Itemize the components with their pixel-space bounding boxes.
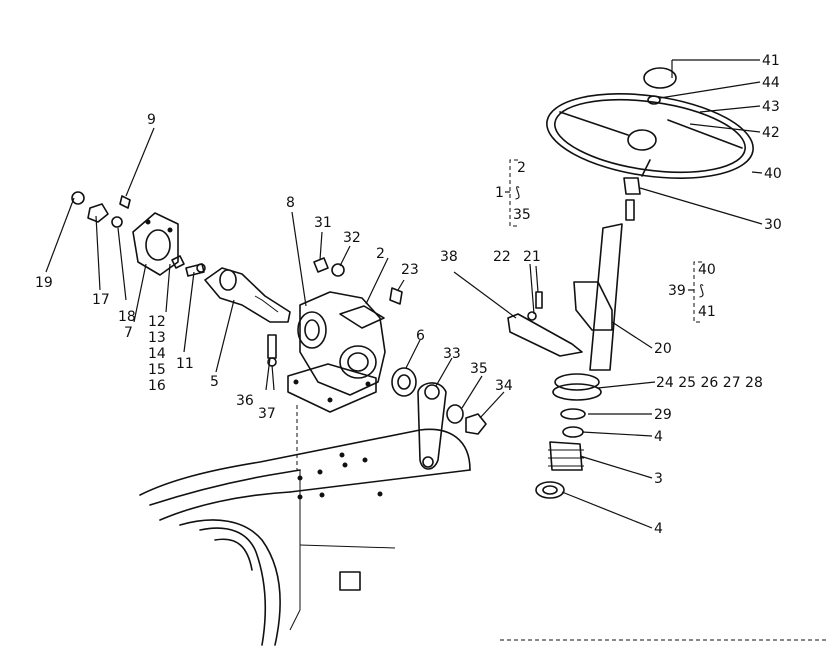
- part-21-bolt: [535, 291, 543, 309]
- label-1: 1: [495, 185, 504, 201]
- range-bracket-39: [688, 261, 702, 323]
- part-7-cover-flange: [132, 212, 179, 276]
- label-44: 44: [762, 75, 780, 91]
- label-35: 35: [470, 361, 488, 377]
- part-17-nut: [87, 203, 109, 223]
- part-2-gear-housing: [287, 291, 386, 413]
- label-9: 9: [147, 112, 156, 128]
- part-18-washer: [111, 216, 123, 228]
- label-35-range: 35: [513, 207, 531, 223]
- part-41-horn-cap: [643, 67, 677, 89]
- part-3-worm: [548, 441, 584, 471]
- label-17: 17: [92, 292, 110, 308]
- leader-lines: [45, 59, 763, 529]
- part-9-bolt: [119, 195, 131, 209]
- label-13: 13: [148, 330, 166, 346]
- label-23: 23: [401, 262, 419, 278]
- label-22: 22: [493, 249, 511, 265]
- label-12: 12: [148, 314, 166, 330]
- part-labels: 41 44 43 42 40 30 40 39 ⟆ 41 20 24 25 26…: [35, 53, 782, 537]
- label-42: 42: [762, 125, 780, 141]
- part-30-bush: [623, 177, 641, 195]
- label-11: 11: [176, 356, 194, 372]
- part-44-nut: [647, 95, 661, 105]
- label-20: 20: [654, 341, 672, 357]
- label-38: 38: [440, 249, 458, 265]
- part-12-shim-adjuster: [171, 255, 185, 269]
- label-40: 40: [764, 166, 782, 182]
- label-37: 37: [258, 406, 276, 422]
- label-4-lower: 4: [654, 521, 663, 537]
- part-19-nut: [71, 191, 85, 205]
- part-34-nut: [465, 413, 487, 435]
- label-18: 18: [118, 309, 136, 325]
- label-24-28: 24 25 26 27 28: [656, 375, 763, 391]
- part-33-drop-arm: [417, 382, 447, 470]
- label-21: 21: [523, 249, 541, 265]
- label-8: 8: [286, 195, 295, 211]
- label-2-range: 2: [517, 160, 526, 176]
- label-36: 36: [236, 393, 254, 409]
- label-41: 41: [762, 53, 780, 69]
- part-24-28-flange: [552, 373, 602, 401]
- part-23-plug: [389, 287, 403, 305]
- label-2: 2: [376, 246, 385, 262]
- label-14: 14: [148, 346, 166, 362]
- label-19: 19: [35, 275, 53, 291]
- label-34: 34: [495, 378, 513, 394]
- part-31-bolt: [313, 257, 329, 273]
- part-20-column-bracket: [573, 281, 613, 331]
- part-11-adjusting-screw: [185, 263, 206, 277]
- label-6: 6: [416, 328, 425, 344]
- label-range-mark-39: ⟆: [699, 283, 704, 299]
- label-33: 33: [443, 346, 461, 362]
- part-6-oil-seal: [391, 367, 417, 397]
- axle-housing: [139, 405, 826, 646]
- part-29-bearing: [560, 408, 586, 420]
- range-bracket-1: [505, 159, 518, 227]
- part-32-plug: [331, 263, 345, 277]
- label-3: 3: [654, 471, 663, 487]
- part-35-washer: [446, 404, 464, 424]
- label-43: 43: [762, 99, 780, 115]
- label-29: 29: [654, 407, 672, 423]
- label-7: 7: [124, 325, 133, 341]
- column-bearing-4: [562, 426, 584, 438]
- label-32: 32: [343, 230, 361, 246]
- label-31: 31: [314, 215, 332, 231]
- label-39: 39: [668, 283, 686, 299]
- label-40-range: 40: [698, 262, 716, 278]
- part-5-worm-shaft: [204, 267, 291, 323]
- label-5: 5: [210, 374, 219, 390]
- label-16: 16: [148, 378, 166, 394]
- label-15: 15: [148, 362, 166, 378]
- part-22-washer: [527, 311, 537, 321]
- part-40-steering-wheel: [546, 93, 754, 179]
- column-tube: [589, 199, 635, 371]
- part-36-bolt: [267, 334, 277, 359]
- label-30: 30: [764, 217, 782, 233]
- label-41-range: 41: [698, 304, 716, 320]
- label-range-mark-1: ⟆: [515, 185, 520, 201]
- label-4-upper: 4: [654, 429, 663, 445]
- bottom-bearing-4: [535, 481, 565, 499]
- part-38-support-bracket: [507, 313, 583, 357]
